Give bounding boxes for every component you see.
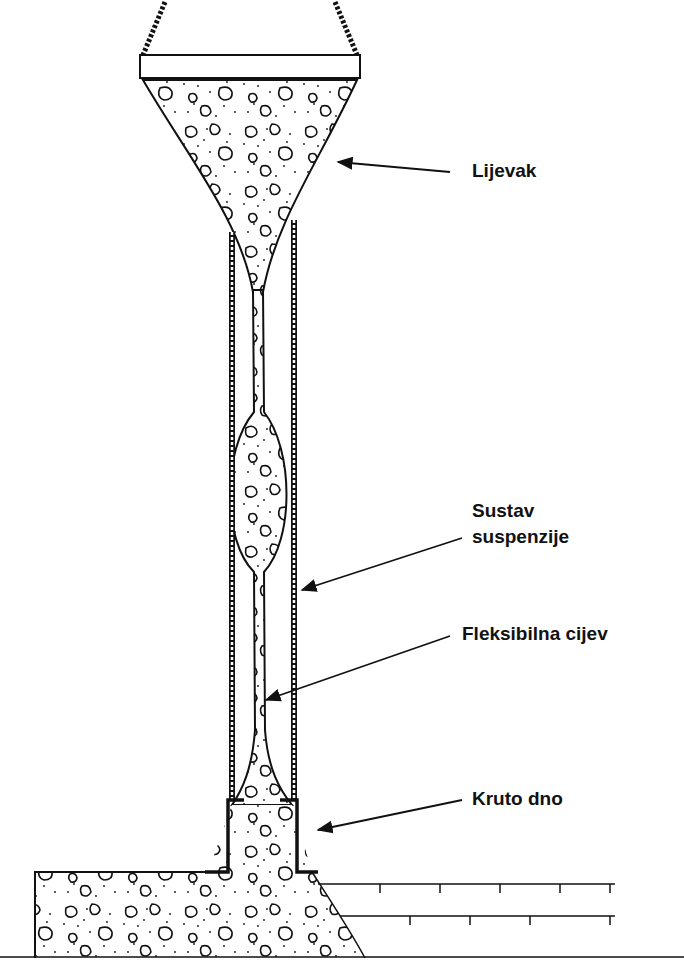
concrete-front	[312, 872, 365, 958]
hopper-rim	[140, 55, 360, 78]
concrete-slab	[35, 805, 365, 958]
part-label: Fleksibilna cijev	[460, 621, 610, 647]
suspension-chain	[232, 220, 294, 800]
part-label: Lijevak	[470, 158, 538, 184]
rigid-bottom	[205, 800, 318, 872]
part-label: Kruto dno	[470, 786, 565, 812]
ground-lines	[0, 884, 684, 957]
part-label: Sustav suspenzije	[470, 498, 594, 550]
hanging-chain	[143, 2, 357, 55]
hopper-funnel	[143, 80, 357, 292]
leader-arrow	[266, 162, 462, 830]
flexible-tube	[230, 290, 292, 805]
slab-edge	[35, 872, 206, 958]
